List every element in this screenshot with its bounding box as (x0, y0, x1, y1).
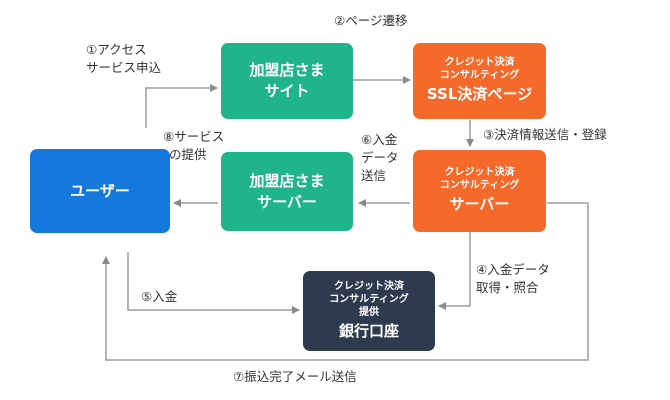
step4-line2: 取得・照合 (476, 280, 539, 295)
step7-line1: ⑦振込完了メール送信 (233, 369, 357, 384)
arrow-mail (102, 202, 589, 361)
member-server-line2: サーバー (257, 192, 317, 211)
step1-line2: サービス申込 (86, 60, 162, 75)
step3-line1: ③決済情報送信・登録 (483, 127, 607, 142)
ssl-page-line1: クレジット決済 (444, 57, 515, 68)
member-site-node: 加盟店さま サイト (221, 43, 353, 119)
step6-line2: データ (361, 150, 399, 165)
step1-line1: ①アクセス (86, 42, 147, 57)
member-site-line1: 加盟店さま (249, 61, 325, 79)
step4-label: ④入金データ 取得・照合 (476, 261, 550, 297)
bank-line3: 提供 (359, 306, 379, 318)
step5-line1: ⑤入金 (141, 289, 178, 304)
step6-line3: 送信 (361, 168, 387, 183)
consult-server-line2: コンサルティング (439, 180, 520, 191)
bank-line1: クレジット決済 (334, 280, 404, 292)
ssl-page-line2: コンサルティング (439, 70, 520, 81)
member-server-node: 加盟店さま サーバー (221, 152, 353, 231)
step8-line2: の提供 (169, 147, 207, 162)
step7-label: ⑦振込完了メール送信 (233, 368, 357, 386)
consult-server-node: クレジット決済 コンサルティング サーバー (413, 150, 546, 232)
step2-line1: ②ページ遷移 (334, 13, 408, 28)
bank-line4: 銀行口座 (338, 321, 399, 340)
step6-line1: ⑥入金 (361, 132, 398, 147)
bank-line2: コンサルティング (329, 293, 409, 305)
member-site-line2: サイト (264, 82, 310, 100)
user-label: ユーザー (70, 181, 130, 200)
bank-node: クレジット決済 コンサルティング 提供 銀行口座 (303, 271, 435, 351)
step3-label: ③決済情報送信・登録 (483, 126, 607, 144)
arrow-access (145, 84, 218, 128)
consult-server-line3: サーバー (449, 195, 510, 213)
step5-label: ⑤入金 (141, 288, 177, 306)
step2-label: ②ページ遷移 (334, 12, 407, 30)
step8-label: ⑧サービス の提供 (163, 128, 224, 164)
member-server-line1: 加盟店さま (249, 171, 325, 190)
arrow-deposit-data (438, 232, 471, 310)
ssl-page-node: クレジット決済 コンサルティング SSL決済ページ (413, 43, 546, 119)
ssl-page-line3: SSL決済ページ (426, 85, 533, 103)
step1-label: ①アクセス サービス申込 (86, 41, 161, 77)
step6-label: ⑥入金 データ 送信 (361, 131, 399, 185)
step8-line1: ⑧サービス (163, 129, 225, 144)
step4-line1: ④入金データ (476, 262, 550, 277)
arrow-deposit (127, 252, 300, 314)
consult-server-line1: クレジット決済 (444, 167, 515, 178)
user-node: ユーザー (30, 149, 170, 233)
